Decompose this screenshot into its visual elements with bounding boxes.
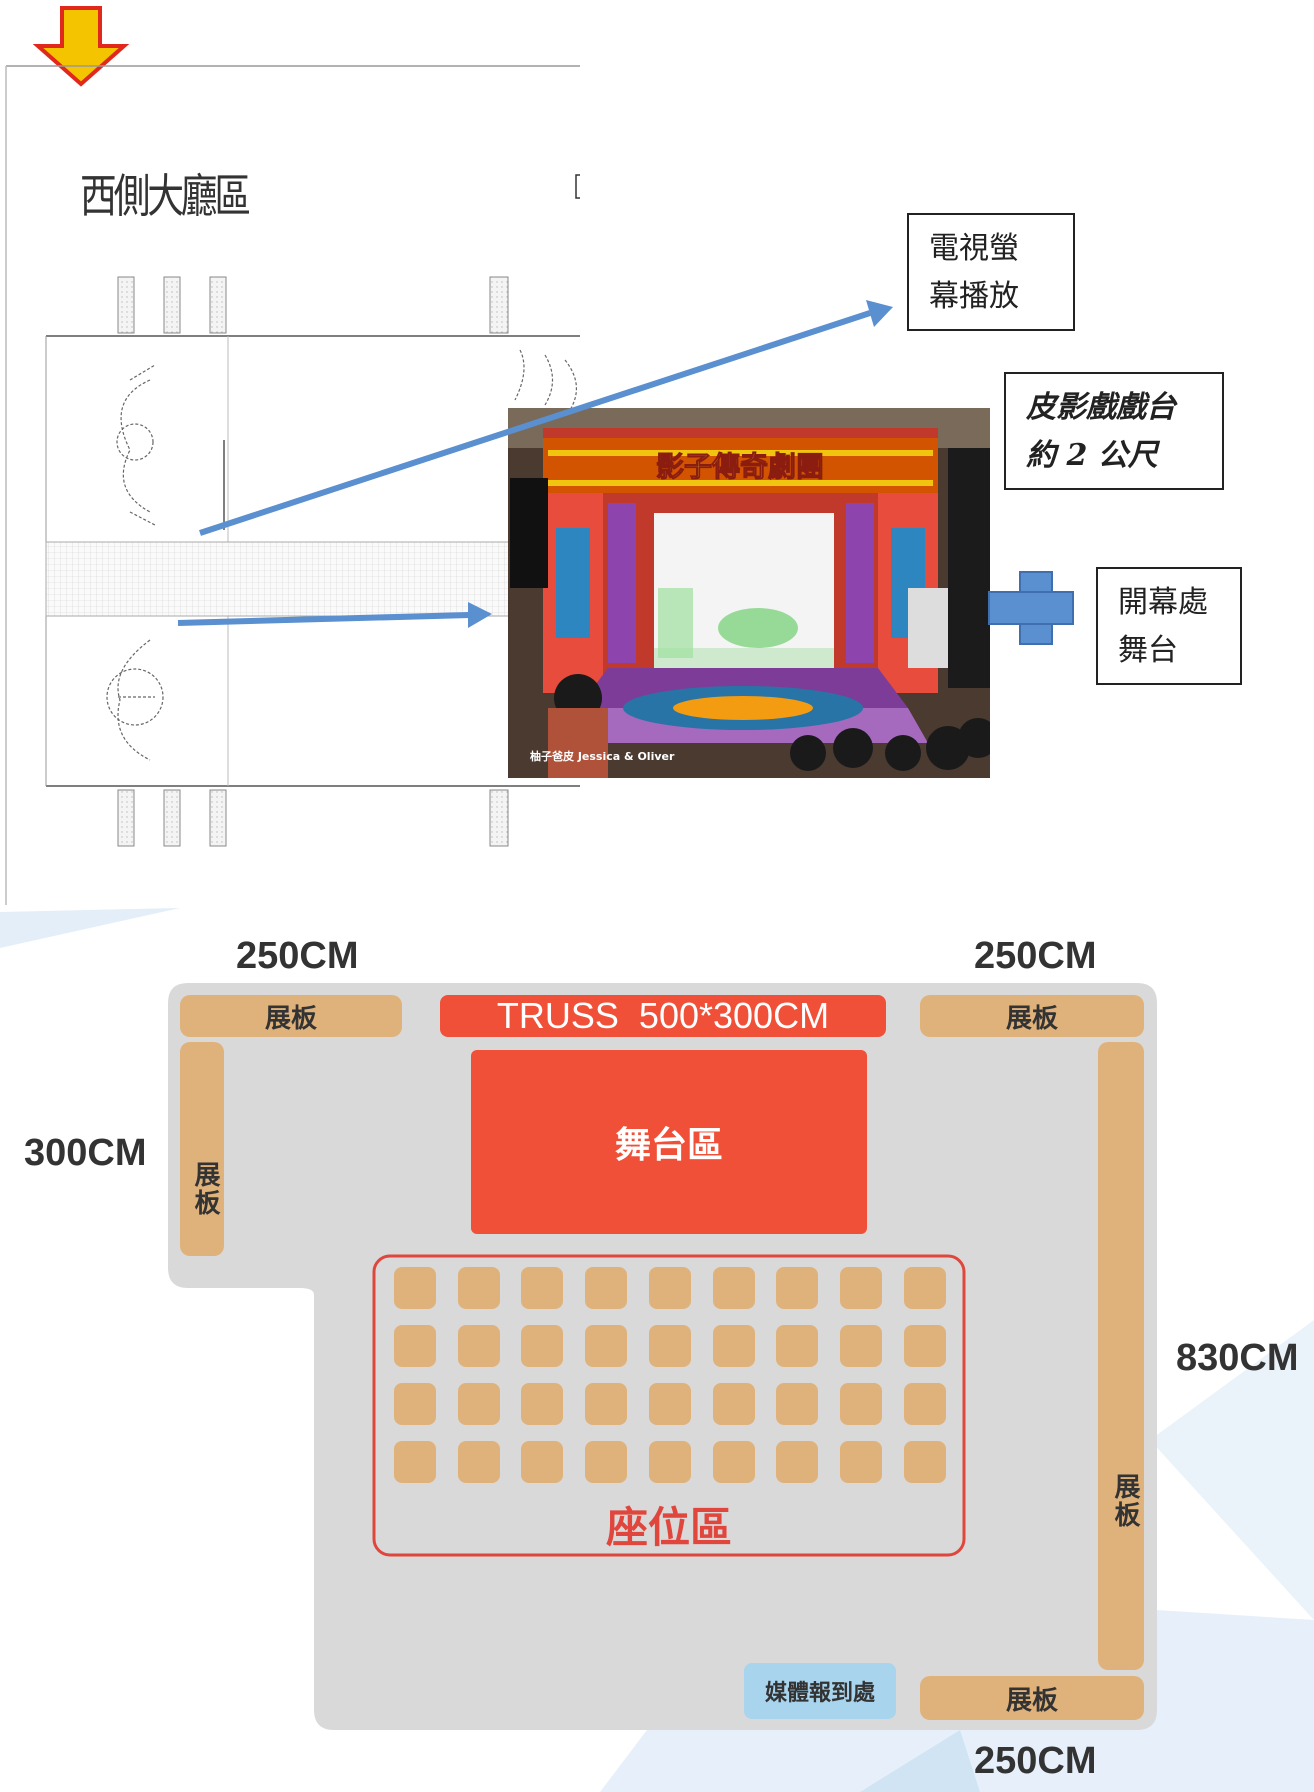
panel-right: 展板 xyxy=(1098,1042,1144,1670)
panel-top-left: 展板 xyxy=(180,995,402,1037)
seat xyxy=(839,1267,882,1309)
seat xyxy=(585,1267,628,1309)
callout-opening-stage: 開幕處 舞台 xyxy=(1096,567,1242,685)
dim-bottom: 250CM xyxy=(974,1740,1097,1782)
panel-left: 展板 xyxy=(180,1042,224,1256)
callout-tv-line1: 電視螢 xyxy=(929,231,1019,266)
seating-area-outline xyxy=(372,1254,966,1557)
seat xyxy=(648,1267,691,1309)
seat xyxy=(585,1441,628,1483)
seating-area-label: 座位區 xyxy=(605,1503,732,1552)
seat xyxy=(648,1383,691,1425)
stage-arrow-head-icon xyxy=(468,602,492,628)
seat xyxy=(521,1325,564,1367)
seat xyxy=(457,1267,500,1309)
seat xyxy=(712,1325,755,1367)
seat xyxy=(839,1325,882,1367)
seat xyxy=(394,1383,436,1425)
panel-top-right: 展板 xyxy=(920,995,1144,1037)
callout-tv-line2: 幕播放 xyxy=(929,279,1019,314)
dim-right: 830CM xyxy=(1176,1337,1299,1379)
seat xyxy=(712,1383,755,1425)
seat xyxy=(521,1383,564,1425)
tv-arrow-head-icon xyxy=(866,300,893,327)
plus-icon xyxy=(988,571,1074,645)
down-arrow-icon xyxy=(32,6,130,87)
seat xyxy=(394,1441,436,1483)
stage-arrow xyxy=(177,612,471,626)
photo-watermark: 柚子爸皮 Jessica & Oliver xyxy=(530,749,675,763)
callout-shadow-line2: 約 2 公尺 xyxy=(1026,438,1158,473)
seat xyxy=(457,1325,500,1367)
seat xyxy=(457,1441,500,1483)
photo-banner-text: 影子傳奇劇團 xyxy=(656,450,824,483)
seat xyxy=(457,1383,500,1425)
callout-opening-line1: 開幕處 xyxy=(1118,585,1208,620)
seat xyxy=(585,1383,628,1425)
seat xyxy=(776,1267,819,1309)
seat xyxy=(839,1441,882,1483)
tv-arrow xyxy=(199,310,871,536)
seat xyxy=(521,1441,564,1483)
seat xyxy=(394,1325,436,1367)
seat xyxy=(776,1383,819,1425)
media-checkin: 媒體報到處 xyxy=(744,1663,896,1719)
callout-tv-screen: 電視螢 幕播放 xyxy=(907,213,1075,331)
seat xyxy=(903,1441,946,1483)
truss-bar: TRUSS 500*300CM xyxy=(440,995,886,1037)
dim-top-right: 250CM xyxy=(974,935,1097,977)
callout-shadow-line1: 皮影戲戲台 xyxy=(1026,390,1176,425)
seat xyxy=(903,1383,946,1425)
callout-arrows xyxy=(177,300,1074,645)
seat xyxy=(521,1267,564,1309)
seat xyxy=(903,1325,946,1367)
seat xyxy=(394,1267,436,1309)
shadow-puppet-stage-photo: 影子傳奇劇團 柚子爸皮 Jessica & Oliver xyxy=(508,408,990,778)
seat xyxy=(903,1267,946,1309)
seat xyxy=(712,1267,755,1309)
seat xyxy=(585,1325,628,1367)
seat xyxy=(776,1441,819,1483)
seat xyxy=(839,1383,882,1425)
seat xyxy=(648,1441,691,1483)
seat xyxy=(776,1325,819,1367)
seat xyxy=(648,1325,691,1367)
callout-opening-line2: 舞台 xyxy=(1118,633,1178,668)
seat xyxy=(712,1441,755,1483)
sketch-title: 西側大廳區 xyxy=(80,169,251,223)
floor-plan-sketch xyxy=(5,6,581,905)
dim-left: 300CM xyxy=(24,1132,147,1174)
panel-bottom-right: 展板 xyxy=(920,1676,1144,1720)
callout-shadow-stage: 皮影戲戲台 約 2 公尺 xyxy=(1004,372,1224,490)
dim-top-left: 250CM xyxy=(236,935,359,977)
stage-area: 舞台區 xyxy=(471,1050,867,1234)
